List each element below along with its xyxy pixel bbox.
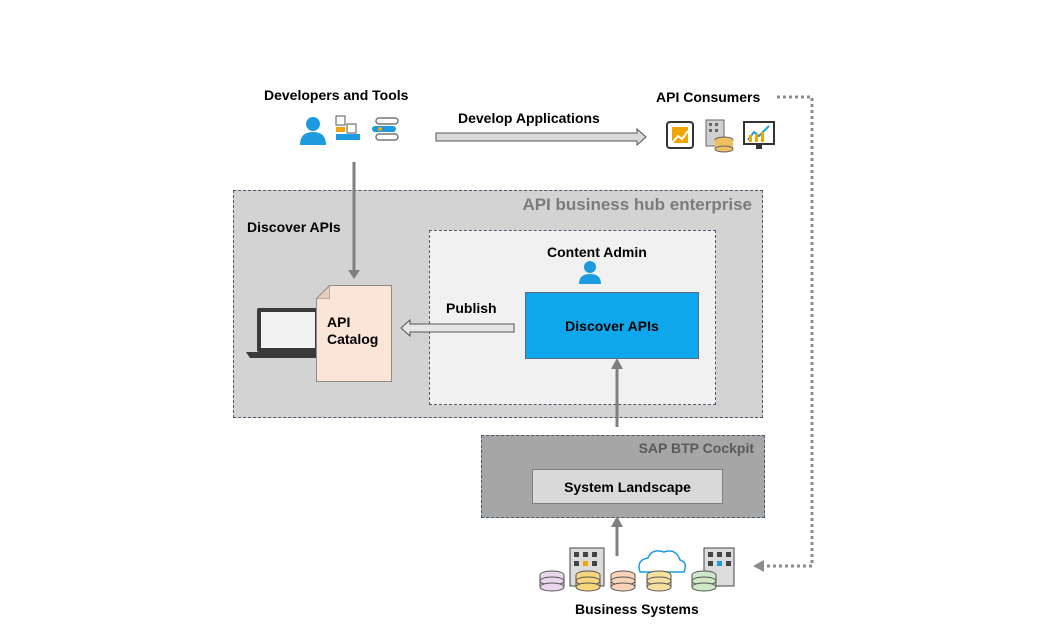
api-catalog-document[interactable] [316,285,392,382]
system-landscape-box[interactable]: System Landscape [532,469,723,504]
workflow-tool-icon [372,117,399,141]
api-catalog-label: API Catalog [327,314,378,348]
consumer-dotted-connector [764,95,814,568]
content-admin-person-icon [579,261,601,284]
hub-discover-apis-label: Discover APIs [247,219,341,235]
document-fold-icon [316,285,330,299]
content-admin-label: Content Admin [547,244,647,260]
tablet-icon [666,121,694,149]
develop-applications-arrow [435,127,647,147]
discover-apis-box-label: Discover APIs [565,317,659,334]
publish-label: Publish [446,300,497,316]
api-catalog-line2: Catalog [327,331,379,347]
business-systems-label: Business Systems [575,601,699,617]
building-blocks-icon [335,115,360,140]
discover-apis-box[interactable]: Discover APIs [525,292,699,359]
api-catalog-line1: API [327,314,351,330]
api-consumers-label: API Consumers [656,89,761,105]
database-icon-1 [539,570,565,592]
developer-tools-icons [300,115,399,145]
database-icon-4 [646,570,672,592]
database-icon-5 [691,570,717,592]
cloud-icon [638,550,687,573]
database-icon-3 [610,570,636,592]
building-database-icon [705,119,734,153]
developers-and-tools-label: Developers and Tools [264,87,409,103]
developer-person-icon [300,117,326,145]
hub-title: API business hub enterprise [522,195,752,214]
develop-applications-label: Develop Applications [458,110,600,126]
monitor-chart-icon [743,121,775,149]
btp-title: SAP BTP Cockpit [638,440,754,456]
api-consumer-icons [666,119,775,153]
business-systems-icons [539,547,735,592]
system-landscape-label: System Landscape [564,478,691,495]
laptop-icon [246,308,324,358]
database-icon-2 [575,570,601,592]
